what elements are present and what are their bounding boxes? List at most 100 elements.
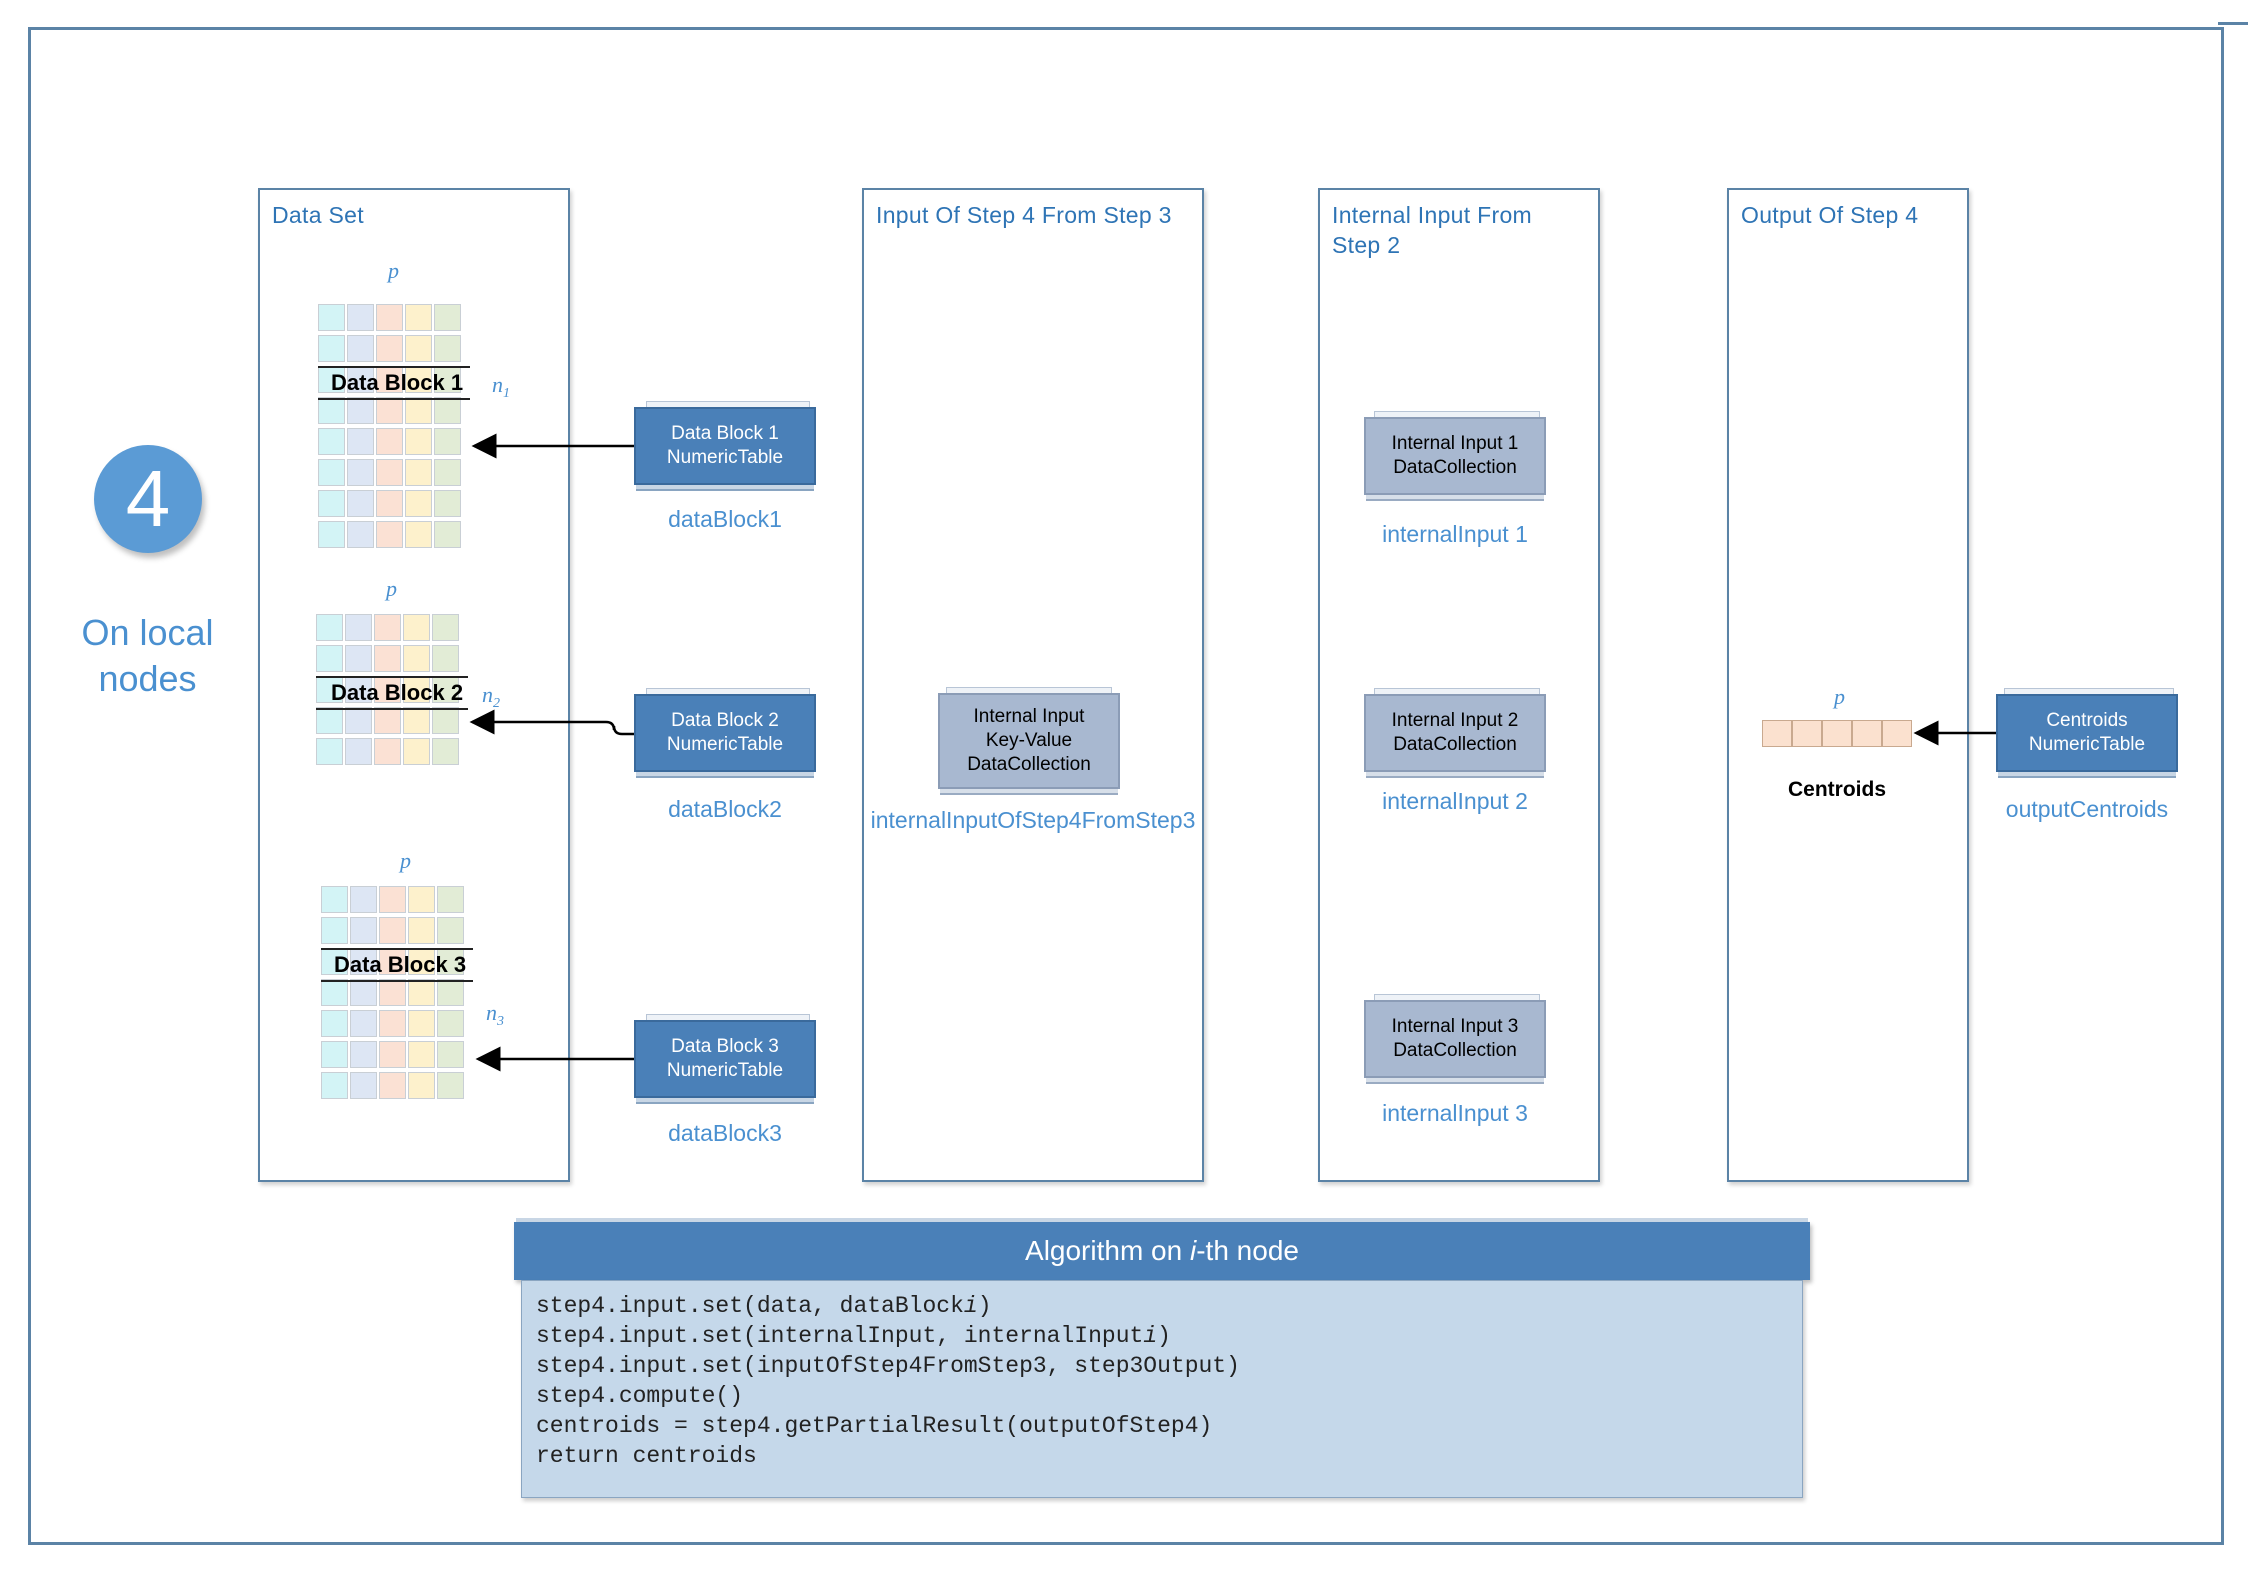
- kv-collection-tab: [946, 687, 1112, 693]
- matrix-cell: [376, 304, 403, 331]
- matrix-cell: [437, 917, 464, 944]
- matrix-cell: [374, 676, 401, 703]
- matrix-cell: [405, 459, 432, 486]
- algorithm-header: Algorithm on i-th node: [514, 1222, 1810, 1280]
- centroid-cell: [1822, 720, 1852, 747]
- matrix-cell: [350, 1041, 377, 1068]
- step-number-badge: 4: [94, 445, 202, 553]
- numeric-table-2-caption: dataBlock2: [668, 796, 782, 822]
- block-3-row-divider-bottom: [321, 980, 473, 982]
- scope-label: On local nodes: [60, 610, 235, 702]
- kv-collection-line2: Key-Value: [985, 730, 1073, 751]
- matrix-cell: [379, 886, 406, 913]
- code-line-1: step4.input.set(data, dataBlocki): [536, 1293, 992, 1319]
- block-1-p-label: p: [388, 258, 399, 283]
- matrix-cell: [347, 521, 374, 548]
- kv-collection-line3: DataCollection: [967, 754, 1091, 775]
- matrix-cell: [321, 1041, 348, 1068]
- kv-collection-line1: Internal Input: [973, 706, 1085, 727]
- matrix-cell: [379, 1072, 406, 1099]
- matrix-cell: [403, 614, 430, 641]
- frame-corner-mark: [2218, 22, 2248, 25]
- numeric-table-2-line1: Data Block 2: [671, 710, 779, 731]
- internal-input-1-line2: DataCollection: [1393, 457, 1517, 478]
- matrix-cell: [403, 707, 430, 734]
- matrix-cell: [347, 490, 374, 517]
- matrix-cell: [434, 521, 461, 548]
- numeric-table-3-line2: NumericTable: [666, 1060, 784, 1081]
- matrix-cell: [437, 979, 464, 1006]
- matrix-cell: [374, 645, 401, 672]
- centroids-table-line2: NumericTable: [2028, 734, 2146, 755]
- internal-input-2-box[interactable]: Internal Input 2 DataCollection: [1364, 694, 1546, 772]
- block-3-row-divider-top: [321, 948, 473, 950]
- matrix-cell: [405, 366, 432, 393]
- numeric-table-1-line2: NumericTable: [666, 447, 784, 468]
- matrix-cell: [405, 490, 432, 517]
- matrix-cell: [434, 490, 461, 517]
- internal-input-1-tab: [1374, 411, 1540, 417]
- numeric-table-3-tab: [646, 1014, 810, 1020]
- numeric-table-1-tab: [646, 401, 810, 407]
- matrix-cell: [405, 335, 432, 362]
- matrix-cell: [347, 335, 374, 362]
- matrix-cell: [345, 645, 372, 672]
- matrix-cell: [318, 304, 345, 331]
- matrix-cell: [376, 397, 403, 424]
- matrix-cell: [321, 1010, 348, 1037]
- internal-input-3-line1: Internal Input 3: [1391, 1016, 1519, 1037]
- internal-input-2-line2: DataCollection: [1393, 734, 1517, 755]
- matrix-cell: [403, 676, 430, 703]
- code-line-5: centroids = step4.getPartialResult(outpu…: [536, 1413, 1213, 1439]
- centroids-table-caption: outputCentroids: [2005, 796, 2169, 822]
- matrix-cell: [316, 645, 343, 672]
- data-block-1-label: Data Block 1: [331, 370, 464, 395]
- internal-input-2-line1: Internal Input 2: [1391, 710, 1519, 731]
- matrix-cell: [403, 738, 430, 765]
- matrix-cell: [347, 304, 374, 331]
- centroids-table-tab: [2004, 688, 2174, 694]
- matrix-cell: [318, 397, 345, 424]
- matrix-cell: [321, 917, 348, 944]
- internal-input-title: Internal Input From Step 2: [1332, 200, 1588, 260]
- matrix-cell: [408, 1010, 435, 1037]
- matrix-cell: [318, 335, 345, 362]
- matrix-cell: [434, 335, 461, 362]
- matrix-cell: [350, 948, 377, 975]
- numeric-table-3-line1: Data Block 3: [671, 1036, 779, 1057]
- numeric-table-3-box[interactable]: Data Block 3 NumericTable: [634, 1020, 816, 1098]
- matrix-cell: [405, 397, 432, 424]
- scope-label-line1: On local: [81, 612, 214, 653]
- data-set-title: Data Set: [272, 202, 364, 228]
- internal-input-1-line1: Internal Input 1: [1391, 433, 1519, 454]
- matrix-cell: [379, 1010, 406, 1037]
- matrix-cell: [379, 979, 406, 1006]
- internal-input-1-box[interactable]: Internal Input 1 DataCollection: [1364, 417, 1546, 495]
- internal-input-title-line1: Internal Input From: [1332, 202, 1533, 228]
- matrix-cell: [434, 397, 461, 424]
- matrix-cell: [434, 366, 461, 393]
- code-line-2: step4.input.set(internalInput, internalI…: [536, 1323, 1171, 1349]
- internal-input-2-caption: internalInput 2: [1382, 788, 1528, 814]
- matrix-cell: [437, 886, 464, 913]
- matrix-cell: [376, 459, 403, 486]
- step3-input-title: Input Of Step 4 From Step 3: [876, 202, 1172, 228]
- block-2-n-label: n2: [482, 682, 500, 711]
- matrix-cell: [350, 886, 377, 913]
- matrix-cell: [345, 738, 372, 765]
- matrix-cell: [316, 707, 343, 734]
- scope-label-line2: nodes: [98, 658, 197, 699]
- matrix-cell: [350, 979, 377, 1006]
- matrix-cell: [432, 738, 459, 765]
- block-3-n-label: n3: [486, 1000, 504, 1029]
- matrix-cell: [350, 1010, 377, 1037]
- matrix-cell: [316, 738, 343, 765]
- matrix-cell: [318, 459, 345, 486]
- matrix-cell: [408, 917, 435, 944]
- matrix-cell: [321, 948, 348, 975]
